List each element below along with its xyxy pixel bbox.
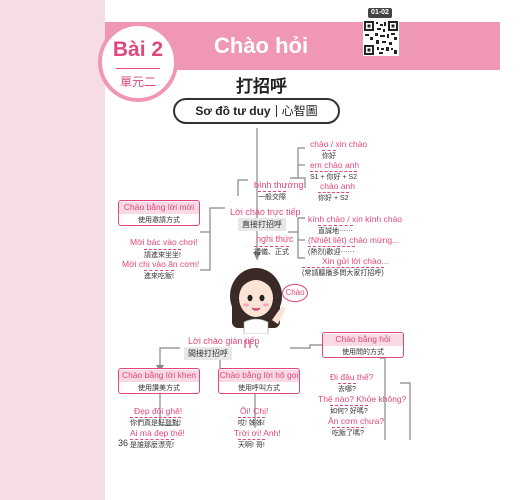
ask-example: Đi đâu thế?: [330, 372, 374, 382]
ask-example-cn: 如何? 好嗎?: [330, 405, 368, 416]
lesson-badge: Bài 2 單元二: [98, 22, 178, 102]
formal-item: kính chào / xin kính chào: [308, 214, 403, 224]
call-example: Trời ơi! Anh!: [234, 428, 281, 438]
direct-greeting-node: Lời chào trực tiếp: [230, 207, 300, 217]
indirect-greeting-cn: 間接打招呼: [184, 347, 232, 360]
ask-example-cn: 去哪?: [338, 383, 356, 394]
praise-example: Ai mà đẹp thế!: [130, 428, 185, 438]
title-separator: [275, 105, 277, 117]
lesson-chinese: 單元二: [119, 75, 156, 89]
formal-branch-cn: 禮儀、正式: [254, 246, 289, 257]
normal-branch-label: bình thường: [254, 180, 304, 190]
normal-branch-cn: 一般交際: [258, 191, 286, 202]
category-praise-label: Chào bằng lời khen: [119, 370, 199, 382]
formal-item: (Nhiệt liệt) chào mừng...: [308, 235, 400, 245]
category-praise-cn: 使用讚美方式: [138, 385, 180, 392]
lesson-divider: [116, 68, 160, 69]
call-example-cn: 哎! 姊姊!: [238, 417, 265, 428]
normal-item-cn: S1 + 你好 + S2: [310, 171, 358, 182]
call-example: Ôi! Chị!: [240, 406, 269, 416]
mindmap-title-cn: 心智圖: [281, 104, 318, 118]
category-call-label: Chào bằng lời hô gọi: [219, 370, 299, 382]
ask-example-cn: 吃飯了嗎?: [332, 427, 364, 438]
invite-example: Mời bác vào chơi!: [130, 237, 198, 247]
normal-item: chào anh: [320, 181, 355, 191]
indirect-greeting-label: Lời chào gián tiếp: [188, 336, 260, 346]
formal-item-cn: (熱烈)歡迎⋯⋯: [308, 246, 355, 257]
direct-greeting-cn: 直接打招呼: [238, 218, 286, 231]
category-ask-cn: 使用問的方式: [342, 349, 384, 356]
girl-illustration: [230, 268, 286, 334]
call-example-cn: 天啊! 哥!: [238, 439, 265, 450]
normal-item-cn: 你好 + S2: [318, 192, 349, 203]
category-ask-label: Chào bằng hỏi: [323, 334, 403, 346]
lesson-number: Bài 2: [112, 38, 164, 61]
praise-example-cn: 你們真是好登對!: [130, 417, 181, 428]
category-call: Chào bằng lời hô gọi 使用呼叫方式: [218, 368, 300, 394]
page-title: Chào hỏi: [214, 33, 309, 58]
normal-item: chào / xin chào: [310, 139, 368, 149]
formal-item-cn: (常請聽播多問大家打招呼): [302, 267, 384, 278]
ask-example: Ăn cơm chưa?: [328, 416, 385, 426]
category-ask: Chào bằng hỏi 使用問的方式: [322, 332, 404, 358]
praise-example: Đẹp đôi ghê!: [134, 406, 183, 416]
formal-item: Xin gửi lời chào...: [322, 256, 389, 266]
side-band: [0, 0, 105, 500]
category-call-cn: 使用呼叫方式: [238, 385, 280, 392]
mindmap-title: Sơ đồ tư duy 心智圖: [173, 98, 340, 124]
category-invite-label: Chào bằng lời mời: [119, 202, 199, 214]
normal-item: em chào anh: [310, 160, 360, 170]
speech-bubble: Chào: [282, 284, 308, 302]
direct-greeting-label: Lời chào trực tiếp: [230, 207, 301, 217]
invite-example: Mời chị vào ăn cơm!: [122, 259, 200, 269]
qr-code-icon[interactable]: [363, 20, 399, 56]
ask-example: Thế nào? Khỏe không?: [318, 394, 407, 404]
category-invite: Chào bằng lời mời 使用邀請方式: [118, 200, 200, 226]
normal-item-cn: 你好: [322, 150, 336, 161]
page-number: 36: [118, 438, 129, 448]
invite-example-cn: 進來吃飯!: [144, 270, 174, 281]
invite-example-cn: 請進來坐坐!: [144, 249, 181, 260]
formal-branch-label: nghi thức: [256, 234, 294, 244]
formal-item-cn: 直誠地⋯⋯: [318, 225, 353, 236]
category-praise: Chào bằng lời khen 使用讚美方式: [118, 368, 200, 394]
mindmap-title-vi: Sơ đồ tư duy: [195, 104, 271, 118]
praise-example-cn: 是誰那麼漂亮!: [130, 439, 174, 450]
page-title-chinese: 打招呼: [236, 77, 287, 96]
category-invite-cn: 使用邀請方式: [138, 217, 180, 224]
audio-track-badge: 01-02: [368, 8, 392, 18]
